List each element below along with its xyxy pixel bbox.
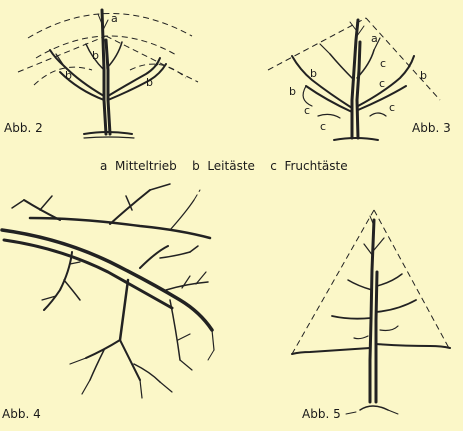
abb2-crown-arc-low-right xyxy=(130,64,186,78)
abb2-label-b1: b xyxy=(92,50,99,62)
abb2-caption: Abb. 2 xyxy=(4,121,43,135)
legend-key-b: b xyxy=(192,159,200,173)
abb4-caption: Abb. 4 xyxy=(2,407,41,421)
abb4-branches xyxy=(2,184,214,398)
abb3-label-a: a xyxy=(371,33,378,45)
abb3-label-c3: c xyxy=(389,102,395,114)
abb3-label-c5: c xyxy=(320,121,326,133)
legend-text-a: Mitteltrieb xyxy=(115,159,177,173)
legend-key-c: c xyxy=(270,159,277,173)
legend-text-c: Fruchtäste xyxy=(284,159,347,173)
abb5-pyramid-right xyxy=(374,210,450,350)
abb3-cone-left xyxy=(268,18,366,70)
legend-text-b: Leitäste xyxy=(207,159,255,173)
figure-abb2 xyxy=(18,10,198,138)
abb3-label-c1: c xyxy=(380,58,386,70)
abb3-label-c2: c xyxy=(379,78,385,90)
legend: a Mitteltrieb b Leitäste c Fruchtäste xyxy=(100,159,348,173)
abb3-label-b3: b xyxy=(289,86,296,98)
figure-abb4 xyxy=(2,184,214,398)
abb5-tree xyxy=(292,216,450,414)
abb5-caption: Abb. 5 xyxy=(302,407,341,421)
abb2-crown-arc-outer xyxy=(28,13,192,38)
figure-abb5 xyxy=(292,210,450,414)
abb3-label-c4: c xyxy=(304,105,310,117)
abb2-label-b2: b xyxy=(65,70,72,82)
abb2-label-b3: b xyxy=(146,77,153,89)
legend-key-a: a xyxy=(100,159,107,173)
abb2-label-a: a xyxy=(111,13,118,25)
abb3-tree xyxy=(292,20,414,140)
abb5-pyramid-left xyxy=(292,210,374,354)
abb3-label-b1: b xyxy=(310,68,317,80)
abb3-label-b2: b xyxy=(420,70,427,82)
abb3-caption: Abb. 3 xyxy=(412,121,451,135)
